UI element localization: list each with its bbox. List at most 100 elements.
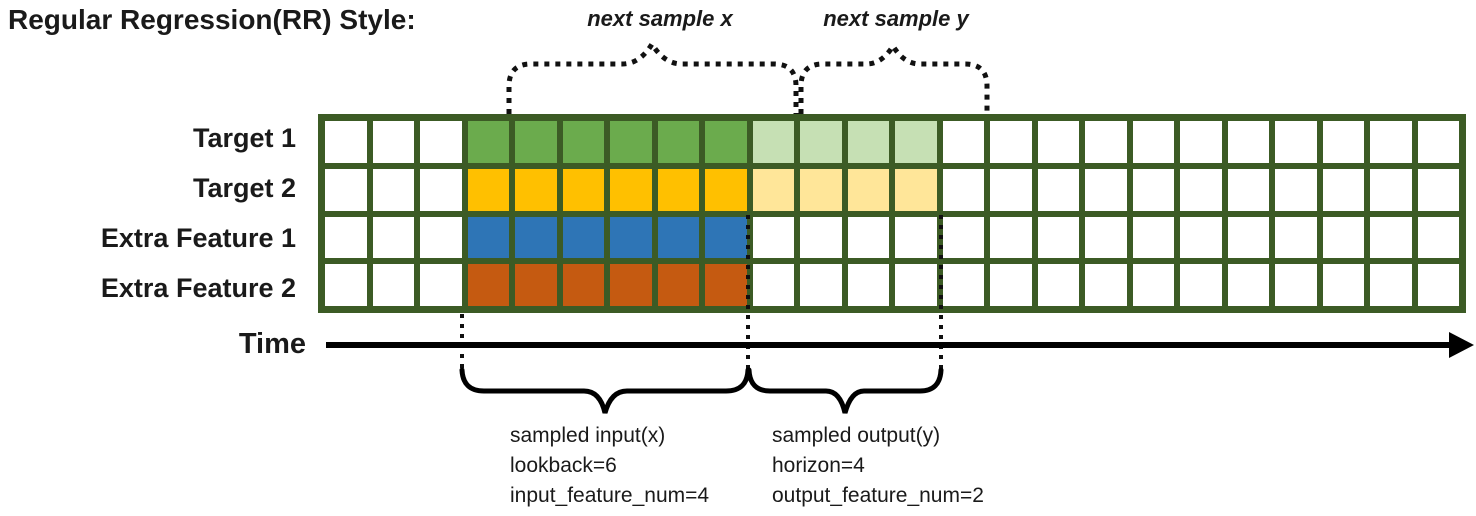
grid-cell (800, 216, 842, 259)
row-label: Target 2 (192, 173, 296, 204)
grid-cell (705, 168, 747, 211)
grid-cell (847, 168, 889, 211)
grid-cell (1037, 264, 1079, 306)
grid-cell (1275, 121, 1317, 163)
grid-cell (1322, 168, 1364, 211)
grid-cell (942, 264, 984, 306)
grid-cell (1180, 264, 1222, 306)
grid-cell (752, 216, 794, 259)
grid-cell (1227, 264, 1269, 306)
grid-cell (895, 168, 937, 211)
input-feature-num-value: input_feature_num=4 (510, 484, 710, 507)
grid-cell (942, 121, 984, 163)
grid-cell (1275, 264, 1317, 306)
grid-cell (372, 216, 414, 259)
grid-cell (847, 216, 889, 259)
grid-cell (1132, 264, 1174, 306)
grid-cell (847, 264, 889, 306)
grid-cell (657, 216, 699, 259)
grid-cell (515, 121, 557, 163)
grid-cell (467, 168, 509, 211)
grid-cell (1322, 121, 1364, 163)
grid-cell (1132, 121, 1174, 163)
grid-cell (420, 216, 462, 259)
grid-cell (372, 168, 414, 211)
grid-cell (610, 168, 652, 211)
grid-cell (562, 168, 604, 211)
grid-cell (705, 216, 747, 259)
grid-cell (895, 216, 937, 259)
sampled-output-title: sampled output(y) (772, 424, 941, 447)
grid-cell (705, 264, 747, 306)
grid-cell (467, 216, 509, 259)
grid-cell (1370, 264, 1412, 306)
grid-cell (610, 121, 652, 163)
grid-cell (467, 264, 509, 306)
grid-cell (1180, 121, 1222, 163)
grid-cell (1132, 216, 1174, 259)
grid-cell (990, 168, 1032, 211)
sampled-input-note: sampled input(x) lookback=6 input_featur… (510, 421, 709, 511)
grid-cell (1275, 216, 1317, 259)
grid-cell (1180, 168, 1222, 211)
grid-cell (562, 121, 604, 163)
grid-cell (420, 168, 462, 211)
grid-cell (752, 168, 794, 211)
grid-cell (752, 121, 794, 163)
grid-cell (942, 216, 984, 259)
grid-cell (1132, 168, 1174, 211)
grid-cell (895, 121, 937, 163)
grid-cell (657, 264, 699, 306)
grid-cell (1227, 121, 1269, 163)
sample-grid (318, 114, 1466, 313)
row-label: Target 1 (192, 123, 296, 154)
grid-cell (657, 121, 699, 163)
grid-cell (372, 121, 414, 163)
sampled-output-note: sampled output(y) horizon=4 output_featu… (772, 421, 984, 511)
grid-cell (1227, 216, 1269, 259)
grid-cell (1417, 121, 1459, 163)
next-sample-y-label: next sample y (823, 6, 969, 31)
next-sample-x-brace-icon (506, 39, 799, 114)
horizon-value: horizon=4 (772, 454, 865, 477)
grid-cell (515, 168, 557, 211)
sampled-input-brace-icon (459, 367, 751, 414)
grid-cell (562, 264, 604, 306)
grid-cell (1370, 121, 1412, 163)
grid-cell (1085, 216, 1127, 259)
grid-cell (942, 168, 984, 211)
grid-cell (515, 216, 557, 259)
grid-cell (1085, 168, 1127, 211)
grid-cell (800, 168, 842, 211)
grid-cell (847, 121, 889, 163)
grid-cell (1085, 264, 1127, 306)
row-label: Extra Feature 2 (100, 272, 296, 303)
grid-cell (895, 264, 937, 306)
grid-cell (705, 121, 747, 163)
grid-cell (1417, 168, 1459, 211)
grid-cell (1037, 168, 1079, 211)
grid-cell (1037, 121, 1079, 163)
grid-cell (420, 264, 462, 306)
grid-cell (610, 264, 652, 306)
grid-cell (1085, 121, 1127, 163)
sampled-input-title: sampled input(x) (510, 424, 666, 447)
next-sample-y-brace-icon (798, 41, 990, 114)
grid-cell (990, 216, 1032, 259)
grid-cell (467, 121, 509, 163)
grid-cell (1322, 264, 1364, 306)
time-axis-arrowhead-icon (1449, 332, 1474, 358)
grid-cell (1370, 216, 1412, 259)
grid-cell (562, 216, 604, 259)
diagram-title: Regular Regression(RR) Style: (8, 4, 416, 35)
sampled-output-brace-icon (746, 367, 944, 414)
grid-cell (1275, 168, 1317, 211)
grid-cell (990, 264, 1032, 306)
grid-cell (1037, 216, 1079, 259)
grid-cell (752, 264, 794, 306)
grid-cell (800, 121, 842, 163)
lookback-value: lookback=6 (510, 454, 617, 477)
grid-cell (420, 121, 462, 163)
